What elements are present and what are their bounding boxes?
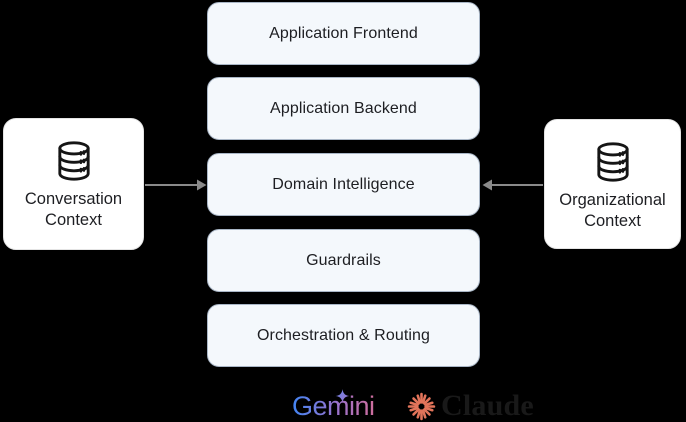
claude-logo: Claude <box>407 391 534 421</box>
left-arrow <box>145 179 207 191</box>
node-application-backend: Application Backend <box>207 77 480 140</box>
gemini-logo: Gemini <box>292 386 375 421</box>
gemini-sparkle-icon <box>335 389 350 403</box>
node-label: Application Backend <box>270 99 417 117</box>
database-icon <box>590 139 636 185</box>
node-label: Domain Intelligence <box>272 175 415 193</box>
node-label-line1: Conversation <box>24 190 123 208</box>
right-arrow <box>482 179 543 191</box>
node-organizational-context: Organizational Context <box>544 119 681 249</box>
gemini-wordmark: Gemini <box>292 391 375 421</box>
node-label: Organizational Context <box>559 190 665 232</box>
node-label-line1: Organizational <box>559 191 666 209</box>
claude-starburst-icon <box>407 392 436 420</box>
node-label: Conversation Context <box>25 189 122 231</box>
node-label: Guardrails <box>306 251 381 269</box>
node-label: Application Frontend <box>269 24 418 42</box>
database-icon <box>51 138 97 184</box>
node-conversation-context: Conversation Context <box>3 118 144 250</box>
node-label: Orchestration & Routing <box>256 326 431 344</box>
node-label-line2: Context <box>45 211 102 229</box>
node-guardrails: Guardrails <box>207 229 480 292</box>
node-label-line2: Context <box>584 212 641 230</box>
node-orchestration-routing: Orchestration & Routing <box>207 304 480 367</box>
claude-wordmark: Claude <box>441 389 534 422</box>
node-application-frontend: Application Frontend <box>207 2 480 65</box>
node-domain-intelligence: Domain Intelligence <box>207 153 480 216</box>
